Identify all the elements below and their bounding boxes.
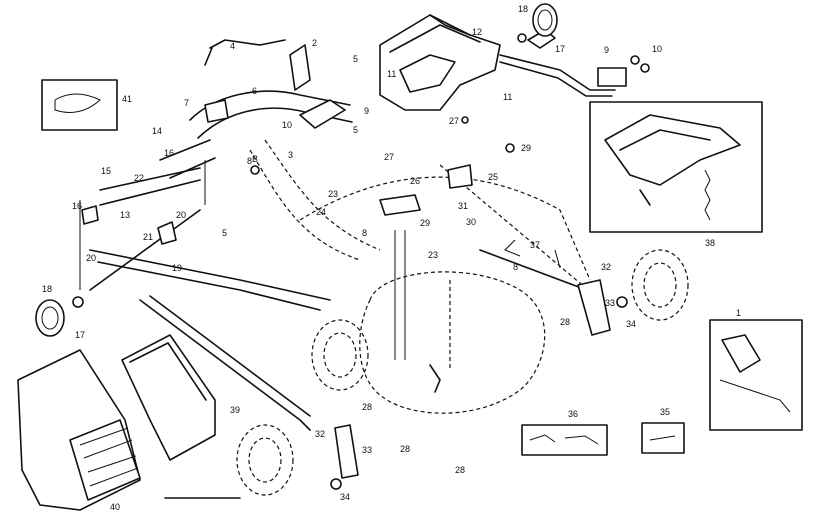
callout-34a: 34	[626, 319, 636, 329]
callout-7: 7	[184, 98, 189, 108]
callout-10b: 10	[282, 120, 292, 130]
callout-29a: 29	[521, 143, 531, 153]
callout-32a: 32	[601, 262, 611, 272]
callout-32b: 32	[315, 429, 325, 439]
callout-41: 41	[122, 94, 132, 104]
handle-upper	[159, 90, 381, 261]
callout-4: 4	[230, 41, 235, 51]
callout-3: 3	[288, 150, 293, 160]
callout-19: 19	[172, 263, 182, 273]
callout-9b: 9	[364, 106, 369, 116]
callout-8b: 8	[513, 262, 518, 272]
callout-14: 14	[152, 126, 162, 136]
callout-21: 21	[143, 232, 153, 242]
callout-28c: 28	[400, 444, 410, 454]
callout-28b: 28	[362, 402, 372, 412]
wheel-upper-right	[517, 3, 558, 43]
callout-28a: 28	[560, 317, 570, 327]
callout-8a: 8	[362, 228, 367, 238]
callout-27a: 27	[384, 152, 394, 162]
callout-18b: 18	[42, 284, 52, 294]
callout-5a: 5	[353, 54, 358, 64]
callout-labels: 1 2 3 4 5 5 5 6 7 8 8 8 9 9 10 10 11 11 …	[42, 4, 741, 512]
callout-11b: 11	[503, 92, 512, 102]
callout-18a: 18	[518, 4, 528, 14]
wheel-lower-left	[35, 296, 84, 337]
callout-39: 39	[230, 405, 240, 415]
callout-16a: 16	[164, 148, 174, 158]
callout-28d: 28	[455, 465, 465, 475]
callout-24: 24	[316, 207, 326, 217]
callout-6: 6	[252, 86, 257, 96]
lower-handle	[79, 160, 331, 431]
inset-36	[521, 424, 608, 456]
callout-5b: 5	[353, 125, 358, 135]
callout-38: 38	[705, 238, 715, 248]
callout-8c: 8	[247, 156, 252, 166]
callout-31: 31	[458, 201, 468, 211]
callout-5c: 5	[222, 228, 227, 238]
height-adjuster-lower	[330, 424, 359, 490]
callout-40: 40	[110, 502, 120, 512]
callout-10a: 10	[652, 44, 662, 54]
callout-23b: 23	[428, 250, 438, 260]
inset-35	[641, 422, 685, 454]
callout-33b: 33	[362, 445, 372, 455]
callout-20a: 20	[176, 210, 186, 220]
callout-34b: 34	[340, 492, 350, 502]
callout-36: 36	[568, 409, 578, 419]
callout-17b: 17	[75, 330, 85, 340]
small-parts	[81, 39, 561, 499]
callout-2: 2	[312, 38, 317, 48]
callout-13: 13	[120, 210, 130, 220]
callout-25: 25	[488, 172, 498, 182]
callout-35: 35	[660, 407, 670, 417]
inset-41	[41, 79, 118, 131]
callout-20b: 20	[86, 253, 96, 263]
callout-27b: 27	[449, 116, 459, 126]
callout-33a: 33	[605, 298, 615, 308]
wheel-rear-lower	[236, 424, 294, 496]
callout-1: 1	[736, 308, 741, 318]
callout-B: B	[252, 154, 258, 164]
cover-12	[379, 14, 501, 111]
callout-12: 12	[472, 27, 482, 37]
callout-9a: 9	[604, 45, 609, 55]
wheel-front-right	[631, 249, 689, 321]
callout-11a: 11	[387, 69, 396, 79]
inset-1	[709, 319, 803, 431]
wheel-front-left	[311, 319, 369, 391]
callout-17a: 17	[555, 44, 565, 54]
callout-29b: 29	[420, 218, 430, 228]
callout-30: 30	[466, 217, 476, 227]
callout-22: 22	[134, 173, 144, 183]
inset-38	[589, 101, 763, 233]
catcher-bag-40	[17, 349, 141, 511]
callout-37: 37	[530, 240, 540, 250]
callout-23a: 23	[328, 189, 338, 199]
callout-26: 26	[410, 176, 420, 186]
catcher-frame-39	[121, 334, 216, 461]
callout-16b: 16	[72, 201, 82, 211]
height-adjuster-right	[577, 279, 628, 336]
callout-15: 15	[101, 166, 111, 176]
